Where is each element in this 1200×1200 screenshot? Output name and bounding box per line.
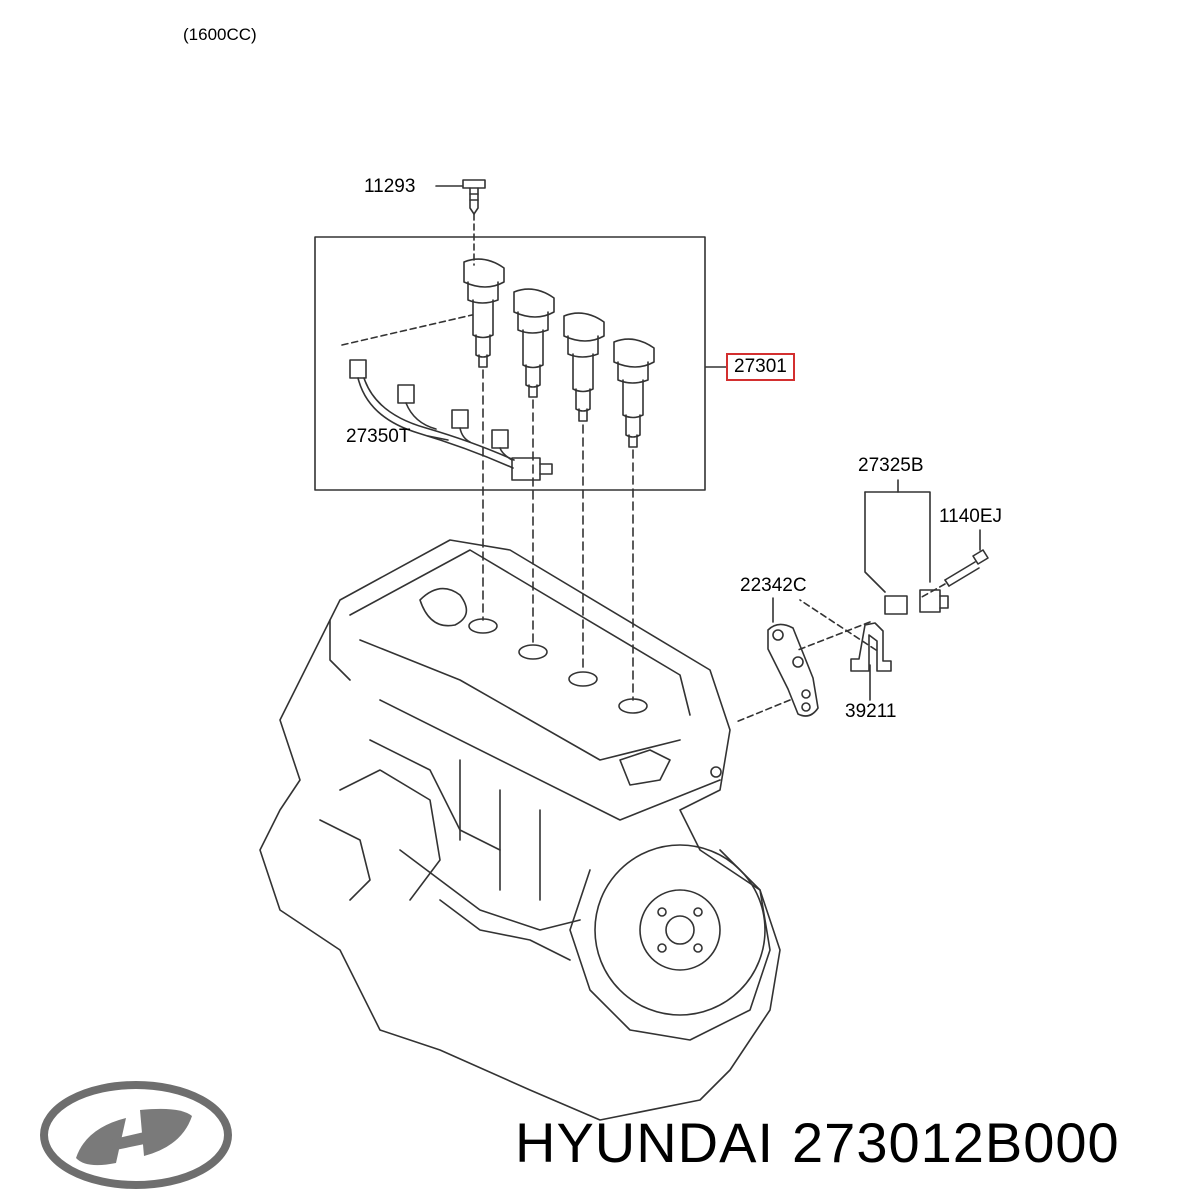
part-label-27350T[interactable]: 27350T xyxy=(346,426,411,447)
part-label-1140EJ[interactable]: 1140EJ xyxy=(939,506,1003,527)
footer-brand-part: HYUNDAI 273012B000 xyxy=(515,1110,1120,1175)
ignition-coils xyxy=(463,258,655,448)
bracket-39211-shape xyxy=(850,622,892,701)
part-number: 273012B000 xyxy=(792,1111,1120,1174)
coil-assembly-box xyxy=(314,236,706,491)
bolt-1140EJ-shape xyxy=(919,529,989,599)
part-label-39211[interactable]: 39211 xyxy=(845,701,897,722)
variant-label: (1600CC) xyxy=(183,25,257,44)
brand-name: HYUNDAI xyxy=(515,1111,775,1174)
sensor-27325B-shape xyxy=(799,479,949,651)
part-label-22342C[interactable]: 22342C xyxy=(740,575,807,596)
part-label-27325B[interactable]: 27325B xyxy=(858,455,924,476)
harness-27350T-shape xyxy=(341,314,553,481)
engine-block-shape xyxy=(259,539,781,1121)
part-label-11293[interactable]: 11293 xyxy=(364,176,416,197)
bracket-22342C-shape xyxy=(735,597,871,723)
bolt-11293-shape xyxy=(435,179,486,215)
part-label-27301-highlighted[interactable]: 27301 xyxy=(726,353,795,381)
hyundai-logo-icon xyxy=(40,1081,232,1189)
